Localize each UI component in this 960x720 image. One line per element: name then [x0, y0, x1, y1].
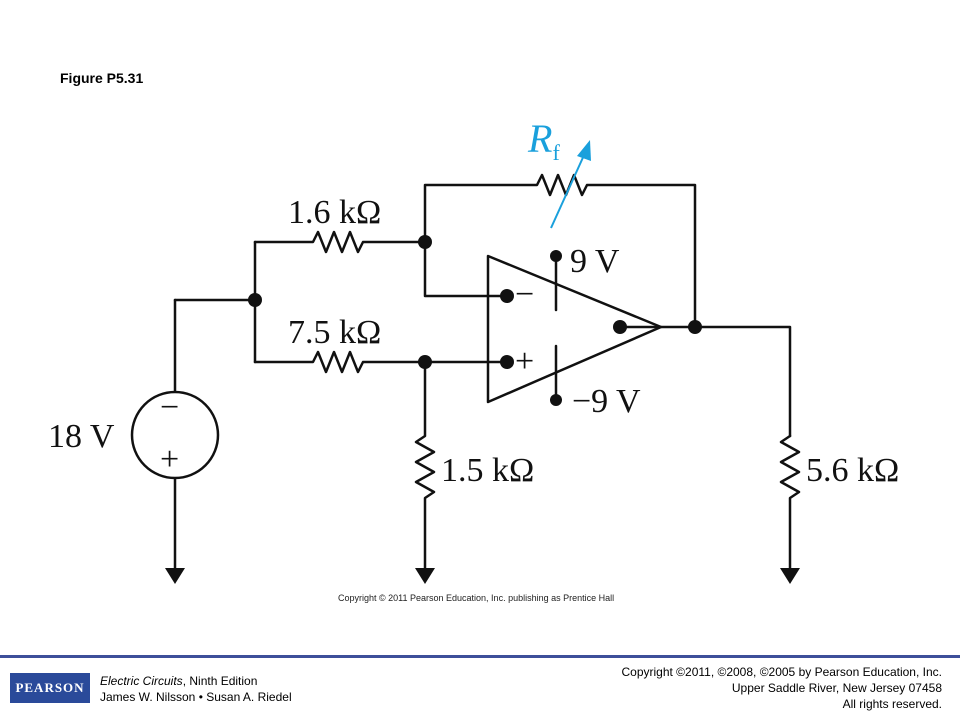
opamp-noninverting-sign: + — [515, 343, 534, 380]
footer-rule — [0, 655, 960, 658]
book-authors: James W. Nilsson • Susan A. Riedel — [100, 690, 292, 704]
book-title: Electric Circuits — [100, 674, 183, 688]
rf-variable-arrow — [550, 140, 591, 229]
opamp-triangle — [486, 254, 663, 404]
pin-supply-pos — [550, 250, 562, 262]
pin-supply-neg — [550, 394, 562, 406]
r-top-wire — [253, 230, 427, 254]
voltage-source — [130, 390, 220, 480]
source-label: 18 V — [48, 418, 115, 455]
node-output — [688, 320, 702, 334]
opamp-inverting-sign: − — [515, 276, 534, 313]
ground-source — [165, 568, 185, 584]
feedback-wire — [423, 173, 697, 329]
rf-label: Rf — [527, 116, 560, 165]
book-edition: , Ninth Edition — [182, 674, 258, 688]
output-wire — [618, 325, 792, 438]
copyright-line-3: All rights reserved. — [842, 697, 942, 711]
pin-output — [613, 320, 627, 334]
circuit-diagram: 1.6 kΩ 7.5 kΩ 1.5 kΩ 5.6 kΩ 18 V − + − +… — [48, 116, 899, 603]
supply-pos-label: 9 V — [570, 243, 620, 280]
inverting-input-wire — [423, 240, 509, 298]
book-title-line: Electric Circuits, Ninth Edition — [100, 673, 292, 689]
r-load-label: 5.6 kΩ — [806, 452, 899, 489]
r-bottom-label: 7.5 kΩ — [288, 314, 381, 351]
r-top-label: 1.6 kΩ — [288, 194, 381, 231]
node-noninverting — [418, 355, 432, 369]
pearson-logo: PEARSON — [10, 673, 90, 703]
r-ground-wire — [414, 360, 436, 570]
figure-copyright: Copyright © 2011 Pearson Education, Inc.… — [338, 593, 614, 603]
source-plus-sign: + — [160, 441, 179, 478]
copyright-line-1: Copyright ©2011, ©2008, ©2005 by Pearson… — [621, 665, 942, 679]
book-info: Electric Circuits, Ninth Edition James W… — [100, 673, 292, 705]
figure-title: Figure P5.31 — [60, 70, 144, 86]
ground-r-ground — [415, 568, 435, 584]
node-left — [248, 293, 262, 307]
r-bottom-wire — [253, 350, 427, 374]
r-ground-label: 1.5 kΩ — [441, 452, 534, 489]
source-minus-sign: − — [160, 389, 179, 426]
supply-neg-label: −9 V — [572, 383, 641, 420]
ground-load — [780, 568, 800, 584]
pin-inverting — [500, 289, 514, 303]
copyright-line-2: Upper Saddle River, New Jersey 07458 — [731, 681, 942, 695]
node-feedback — [418, 235, 432, 249]
pin-noninverting — [500, 355, 514, 369]
publisher-copyright: Copyright ©2011, ©2008, ©2005 by Pearson… — [621, 664, 942, 712]
r-load-wire — [779, 434, 801, 570]
